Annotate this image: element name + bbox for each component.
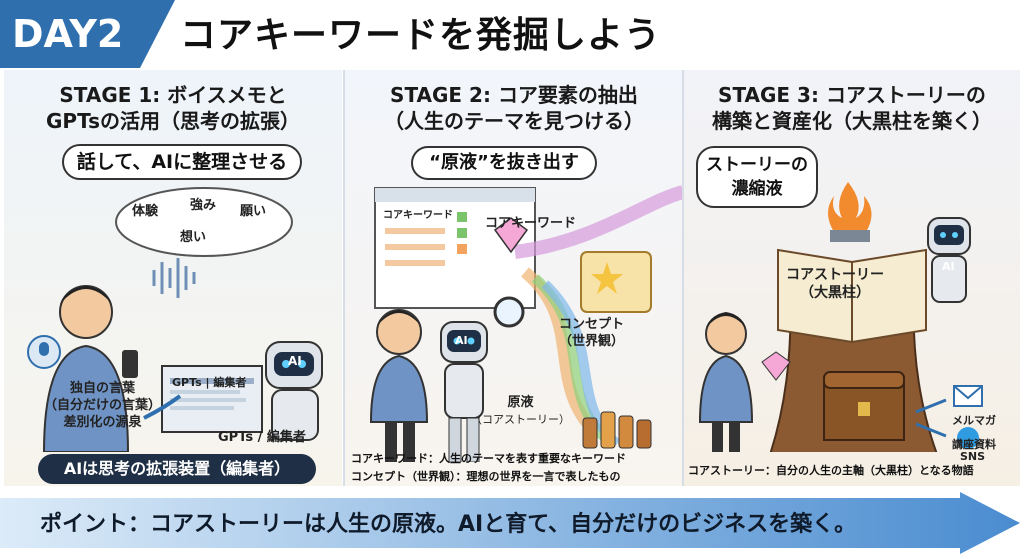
right-note: GPTs / 編集者: [218, 430, 306, 445]
smartphone-icon: [122, 350, 138, 378]
microphone-icon: [27, 335, 61, 369]
person-figure: [369, 309, 429, 462]
page-title: コアキーワードを発掘しよう: [180, 15, 662, 56]
gem-icon: [761, 351, 791, 381]
stage-1-title: STAGE 1: ボイスメモと GPTsの活用（思考の拡張）: [46, 83, 300, 133]
mail-icon: [953, 385, 983, 407]
thought-word: 体験: [132, 204, 159, 219]
magnifier-icon: [493, 296, 525, 328]
stage-3-title: STAGE 3: コアストーリーの 構築と資産化（大黒柱を築く）: [712, 83, 992, 133]
bottles-icon: [582, 411, 652, 449]
day-badge: DAY2: [0, 0, 175, 68]
robot-figure: [927, 217, 971, 303]
stage-1-speech-bubble: 話して、AIに整理させる: [62, 144, 302, 180]
caption: コアストーリー：自分の人生の主軸（大黒柱）となる物語: [688, 464, 974, 477]
sns-icon: [957, 427, 979, 449]
robot-figure: [265, 341, 323, 441]
banner-arrow: [0, 492, 1020, 554]
thought-word: 願い: [240, 204, 267, 219]
arrow-icon: [915, 398, 947, 438]
person-figure: [698, 312, 791, 452]
stage-1-panel: STAGE 1: ボイスメモと GPTsの活用（思考の拡張） 話して、AIに整理…: [4, 70, 342, 486]
flame-icon: [828, 182, 872, 242]
stage-3-panel: STAGE 3: コアストーリーの 構築と資産化（大黒柱を築く） ストーリーの …: [684, 70, 1020, 486]
essence-label: 原液 （コアストーリー）: [471, 395, 570, 426]
output-sns-label: SNS: [960, 450, 986, 463]
arrow-icon: [143, 394, 182, 420]
gem-label: コアキーワード: [485, 216, 577, 231]
book-label: コアストーリー （大黒柱）: [786, 267, 884, 301]
banner-text: ポイント：コアストーリーは人生の原液。AIと育て、自分だけのビジネスを築く。: [40, 512, 857, 537]
robot-figure: [440, 296, 525, 462]
left-note: 独自の言葉 （自分だけの言葉） 差別化の源泉: [44, 381, 162, 430]
header: DAY2 コアキーワードを発掘しよう: [0, 0, 1024, 68]
book-icon: [777, 248, 927, 344]
robot-badge: AI: [942, 260, 955, 273]
person-figure: [42, 285, 138, 452]
bottom-banner: ポイント：コアストーリーは人生の原液。AIと育て、自分だけのビジネスを築く。: [0, 492, 1024, 554]
voice-wave-icon: [152, 258, 196, 298]
treasure-chest-icon: [823, 371, 905, 441]
stage-1-pill: AIは思考の拡張装置（編集者）: [38, 454, 316, 484]
stage-2-bubble: “原液”を抜き出す: [411, 146, 597, 180]
stage-3-bubble: ストーリーの 濃縮液: [696, 146, 818, 208]
scroll-icon: [580, 251, 652, 313]
thought-word: 強み: [190, 198, 217, 213]
screen-label: GPTs | 編集者: [172, 376, 247, 389]
gem-icon: [493, 217, 529, 254]
output-mail-label: メルマガ: [952, 414, 996, 427]
robot-badge: AI: [288, 354, 302, 368]
stage-2-illustration: [369, 185, 683, 462]
concept-label: コンセプト （世界観）: [559, 317, 625, 349]
output-slides-label: 講座資料: [952, 438, 996, 451]
divider: [682, 70, 684, 486]
caption-2: コンセプト（世界観）：理想の世界を一言で表したもの: [351, 470, 621, 483]
thought-cloud: [115, 187, 293, 257]
stage-2-title: STAGE 2: コア要素の抽出 （人生のテーマを見つける）: [384, 83, 644, 133]
monitor: [161, 365, 263, 433]
stage-1-illustration: [27, 187, 323, 452]
stage-2-panel: STAGE 2: コア要素の抽出 （人生のテーマを見つける） “原液”を抜き出す: [345, 70, 683, 486]
thought-word: 想い: [180, 230, 207, 245]
document-title: コアキーワード: [383, 210, 453, 221]
divider: [343, 70, 345, 486]
caption-1: コアキーワード：人生のテーマを表す重要なキーワード: [351, 452, 626, 465]
robot-badge: AI: [455, 334, 468, 347]
stage-3-illustration: [698, 182, 983, 452]
